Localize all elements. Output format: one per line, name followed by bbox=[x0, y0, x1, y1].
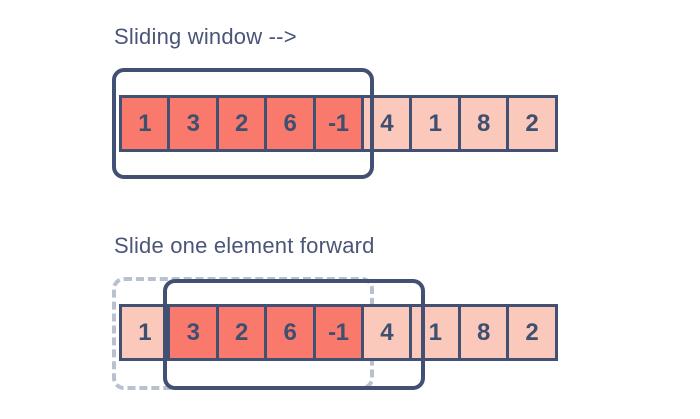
panel-2-caption: Slide one element forward bbox=[114, 233, 375, 258]
array-cell: 1 bbox=[119, 304, 171, 361]
array-cell: 2 bbox=[215, 95, 268, 152]
array-cell: 1 bbox=[119, 95, 171, 152]
array-cell: 2 bbox=[506, 95, 558, 152]
array-cell: 8 bbox=[457, 304, 510, 361]
array-cell: -1 bbox=[312, 95, 364, 152]
array-cell: 3 bbox=[167, 95, 219, 152]
array-cell: 8 bbox=[457, 95, 510, 152]
sliding-window-frame-panel-1 bbox=[112, 68, 374, 179]
array-cell: 2 bbox=[506, 304, 558, 361]
sliding-window-frame-panel-2 bbox=[163, 279, 425, 390]
array-cell: 2 bbox=[215, 304, 268, 361]
panel-1-caption: Sliding window --> bbox=[114, 24, 297, 49]
array-cell: 1 bbox=[409, 95, 461, 152]
